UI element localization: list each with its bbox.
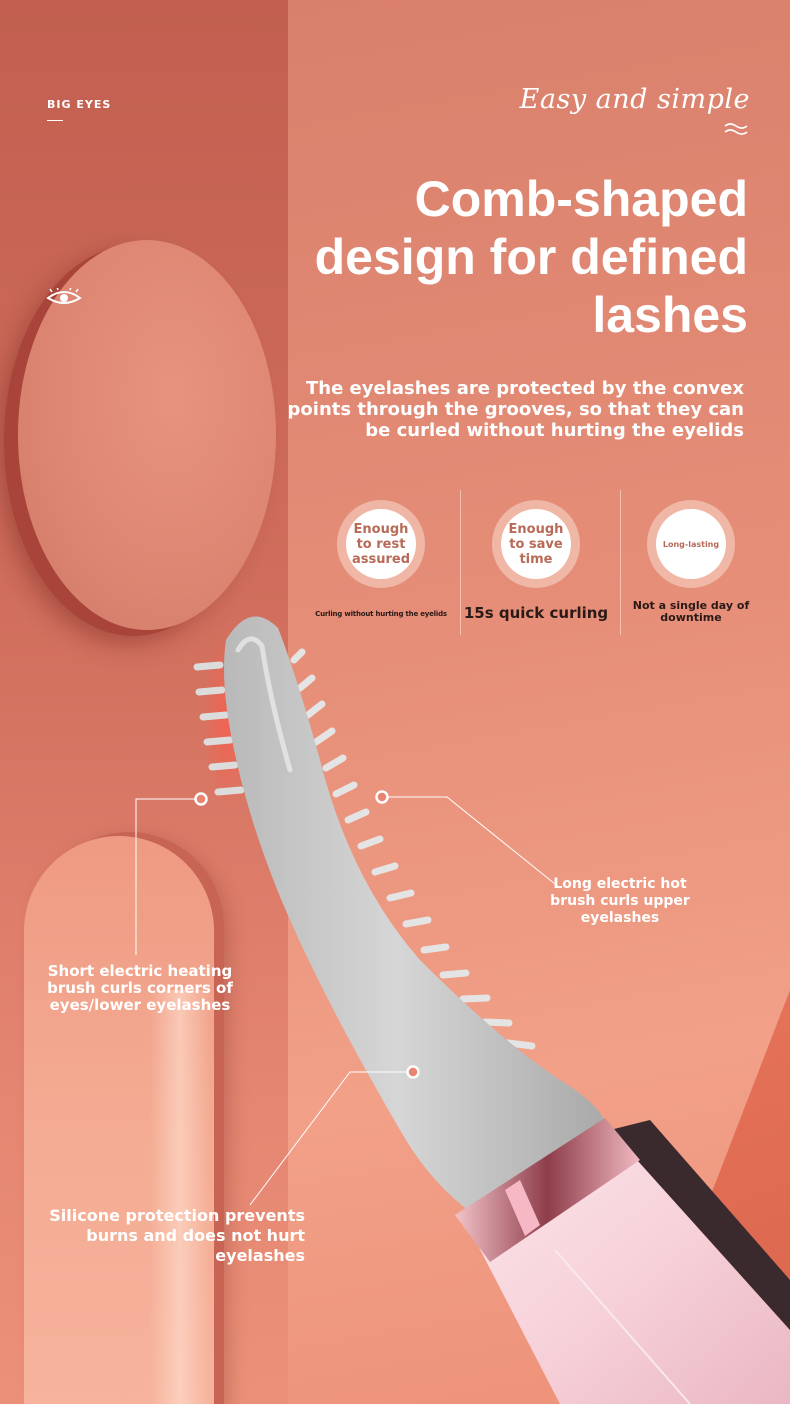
callout-silicone: Silicone protection prevents burns and d…: [49, 1206, 305, 1265]
feature-badge: Long-lasting: [656, 509, 726, 579]
feature-caption: 15s quick curling: [463, 604, 609, 622]
arch-light: [150, 990, 210, 1404]
feature-badge-ring: Enough to save time: [492, 500, 580, 588]
callout-short-brush: Short electric heating brush curls corne…: [47, 962, 233, 1014]
feature-item: Enough to save time 15s quick curling: [461, 500, 611, 622]
feature-caption: Curling without hurting the eyelids: [315, 610, 447, 618]
feature-separator: [620, 490, 621, 635]
decorative-disc: [18, 240, 276, 630]
feature-item: Long-lasting Not a single day of downtim…: [616, 500, 766, 624]
feature-separator: [460, 490, 461, 635]
callout-long-brush: Long electric hot brush curls upper eyel…: [550, 876, 690, 926]
feature-badge-ring: Long-lasting: [647, 500, 735, 588]
feature-caption: Not a single day of downtime: [632, 599, 750, 624]
page-title: Comb-shaped design for defined lashes: [314, 171, 748, 343]
description: The eyelashes are protected by the conve…: [287, 378, 744, 441]
brand-label: BIG EYES: [47, 98, 112, 111]
brand-underline: [47, 120, 63, 121]
tagline: Easy and simple: [519, 84, 750, 115]
feature-badge-ring: Enough to rest assured: [337, 500, 425, 588]
feature-badge: Enough to save time: [501, 509, 571, 579]
feature-item: Enough to rest assured Curling without h…: [306, 500, 456, 618]
wave-icon: [724, 123, 748, 135]
feature-badge: Enough to rest assured: [346, 509, 416, 579]
eye-icon: [46, 288, 82, 304]
